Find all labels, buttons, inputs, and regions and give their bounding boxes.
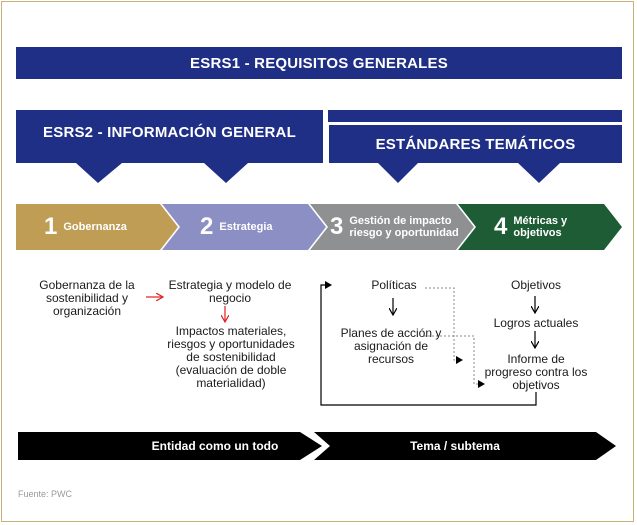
- politicas: Políticas: [371, 278, 417, 292]
- tematicos-band: [329, 125, 622, 183]
- bottom-bar-left: [18, 432, 322, 460]
- step-1-label: Gobernanza: [63, 221, 127, 233]
- step-2: 2 Estrategia: [200, 204, 273, 250]
- loop-connector: [320, 281, 537, 406]
- bottom-bar-left-label: Entidad como un todo: [151, 439, 279, 453]
- esrs2-title: ESRS2 - INFORMACIÓN GENERAL: [43, 124, 296, 141]
- objetivos: Objetivos: [510, 278, 562, 292]
- step-2-label: Estrategia: [219, 221, 273, 233]
- step-4-chevron: [458, 204, 622, 250]
- step-3-chevron: [310, 204, 474, 250]
- dotted-connector-2: [424, 335, 485, 388]
- esrs1-title: ESRS1 - REQUISITOS GENERALES: [190, 55, 448, 72]
- gobernanza-description: Gobernanza de la sostenibilidad y organi…: [39, 278, 135, 318]
- impactos-materiales: Impactos materiales, riesgos y oportunid…: [167, 324, 295, 390]
- step-4-number: 4: [494, 213, 508, 240]
- source-note: Fuente: PWC: [18, 489, 73, 499]
- step-4-label: Métricas y objetivos: [513, 215, 568, 239]
- step-1-chevron: [16, 204, 178, 250]
- step-3-label: Gestión de impacto riesgo y oportunidad: [349, 215, 459, 239]
- step-3: 3 Gestión de impacto riesgo y oportunida…: [330, 204, 460, 250]
- estrategia-modelo: Estrategia y modelo de negocio: [168, 278, 292, 305]
- tematicos-title: ESTÁNDARES TEMÁTICOS: [375, 136, 576, 153]
- logros-actuales: Logros actuales: [493, 316, 579, 330]
- step-4: 4 Métricas y objetivos: [494, 204, 594, 250]
- step-2-number: 2: [200, 213, 214, 240]
- step-3-number: 3: [330, 213, 344, 240]
- esrs1-band: [16, 47, 622, 79]
- step-2-chevron: [162, 204, 326, 250]
- planes-de-accion: Planes de acción y asignación de recurso…: [340, 326, 442, 366]
- dotted-connector-1: [425, 287, 463, 364]
- bottom-bar-right: [314, 432, 616, 460]
- step-1: 1 Gobernanza: [44, 204, 127, 250]
- esrs2-band: [16, 110, 323, 183]
- tematicos-outer: [328, 110, 622, 122]
- bottom-bar-right-label: Tema / subtema: [410, 439, 500, 453]
- informe-progreso: Informe de progreso contra los objetivos: [484, 352, 588, 392]
- step-1-number: 1: [44, 213, 58, 240]
